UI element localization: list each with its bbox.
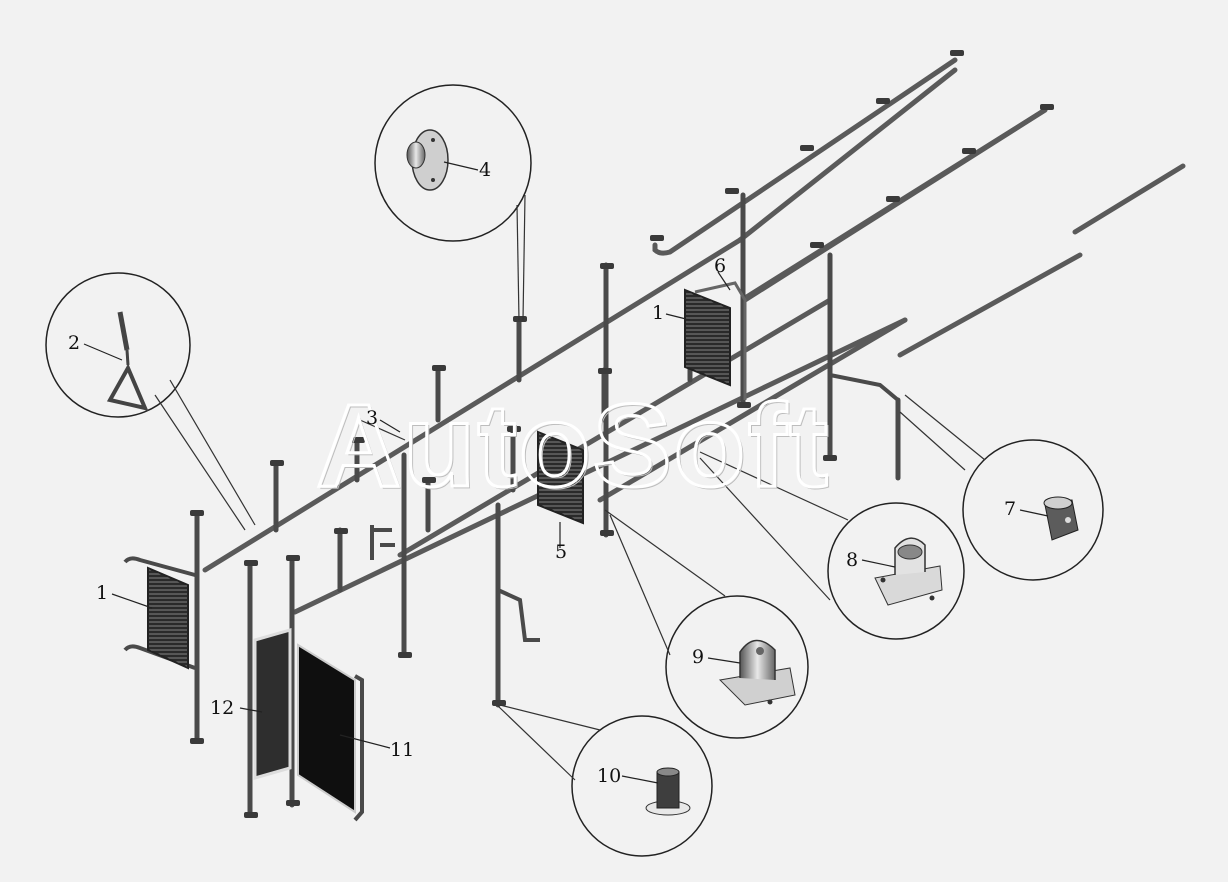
label-2: 2 [68,332,80,354]
detail-4-knob [406,129,449,191]
label-12: 12 [210,697,234,719]
detail-2-strap [106,311,149,411]
post-caps [190,50,1054,818]
label-10: 10 [597,765,621,787]
label-4: 4 [479,159,491,181]
frame-6 [694,281,747,400]
watermark-shadow: AutoSoft [316,380,830,512]
detail-9-support [718,639,796,706]
label-9: 9 [692,646,704,668]
rail-frame [202,57,1186,615]
detail-10-sleeve [645,767,691,816]
leader-lines [154,194,986,781]
detail-8-clamp [874,537,943,606]
detail-circles [45,84,1104,857]
panel-12 [253,628,292,780]
panel-11 [297,643,356,814]
detail-7-tee [1043,496,1079,541]
label-1-left: 1 [96,582,108,604]
mesh-panel-5 [537,430,584,525]
label-5: 5 [555,541,567,563]
label-3: 3 [366,407,378,429]
label-7: 7 [1004,498,1016,520]
label-11: 11 [390,739,414,761]
watermark: AutoSoft [318,382,832,514]
small-brackets [123,373,900,822]
number-leaders [83,161,1049,784]
mesh-panel-left [147,566,189,670]
mesh-panel-right [684,288,731,387]
label-6: 6 [714,255,726,277]
label-1-right: 1 [652,302,664,324]
label-8: 8 [846,549,858,571]
